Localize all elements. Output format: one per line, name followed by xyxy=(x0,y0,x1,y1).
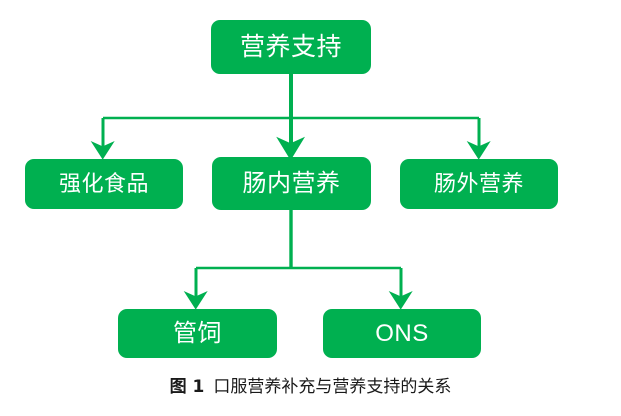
node-label: 肠内营养 xyxy=(242,169,341,197)
flowchart-connectors xyxy=(90,74,491,310)
figure-caption-number: 图 1 xyxy=(169,377,205,397)
node-ons[interactable]: ONS xyxy=(323,309,481,358)
figure-caption: 图 1 口服营养补充与营养支持的关系 xyxy=(0,372,621,397)
node-label: 营养支持 xyxy=(239,32,342,61)
node-enteral-nutrition[interactable]: 肠内营养 xyxy=(212,157,371,210)
node-label: ONS xyxy=(375,319,429,347)
node-label: 肠外营养 xyxy=(433,171,524,196)
node-label: 管饲 xyxy=(173,319,222,347)
node-parenteral-nutrition[interactable]: 肠外营养 xyxy=(400,159,558,209)
node-nutritional-support[interactable]: 营养支持 xyxy=(211,20,371,74)
node-label: 强化食品 xyxy=(58,171,149,196)
node-tube-feeding[interactable]: 管饲 xyxy=(118,309,277,358)
node-fortified-food[interactable]: 强化食品 xyxy=(25,159,183,209)
figure-caption-text: 口服营养补充与营养支持的关系 xyxy=(213,377,452,397)
